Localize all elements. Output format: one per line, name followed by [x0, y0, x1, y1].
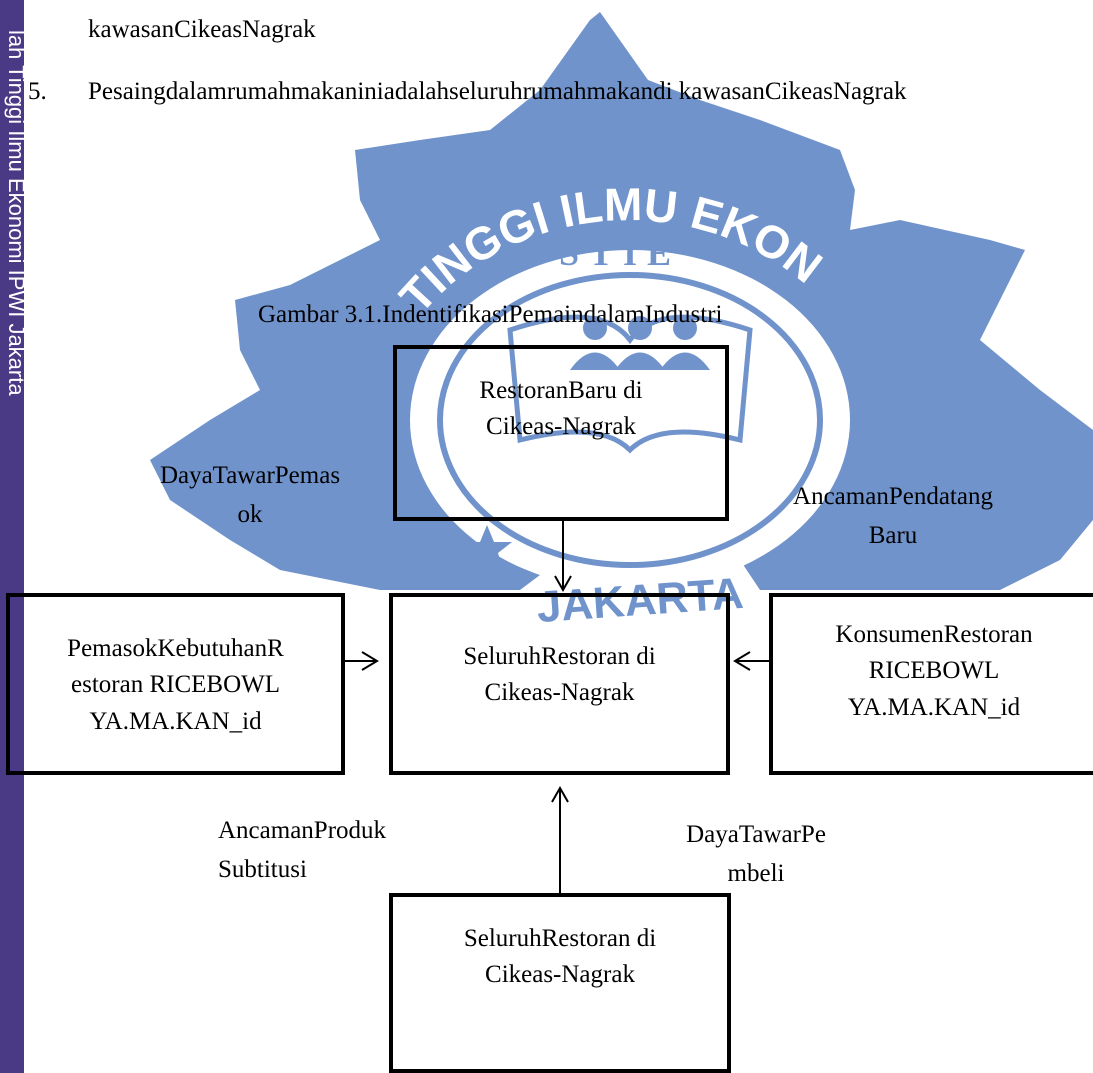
box-new-restaurants-line-2: Cikeas-Nagrak	[486, 413, 636, 441]
box-consumers-line-2: RICEBOWL	[868, 657, 1000, 685]
text-line-1: kawasanCikeasNagrak	[88, 16, 316, 43]
label-buyer-power-line-1: DayaTawarPe	[686, 821, 826, 848]
label-substitutes: AncamanProduk Subtitusi	[218, 812, 386, 890]
box-center-line-2: Cikeas-Nagrak	[484, 679, 635, 707]
box-suppliers: PemasokKebutuhanR estoran RICEBOWL YA.MA…	[6, 593, 345, 775]
box-all-restaurants-center: SeluruhRestoran di Cikeas-Nagrak	[389, 593, 730, 775]
sidebar-strip	[0, 0, 24, 1073]
label-new-entrants-line-1: AncamanPendatang	[793, 483, 993, 510]
label-buyer-power-line-2: mbeli	[727, 859, 785, 887]
box-consumers: KonsumenRestoran RICEBOWL YA.MA.KAN_id	[769, 593, 1093, 775]
box-suppliers-line-1: PemasokKebutuhanR	[67, 635, 284, 662]
item-number: 5.	[28, 78, 47, 105]
arrow-substitutes-head	[551, 785, 569, 803]
box-new-restaurants-line-1: RestoranBaru di	[479, 377, 643, 404]
figure-caption: Gambar 3.1.IndentifikasiPemaindalamIndus…	[258, 301, 723, 328]
box-center-line-1: SeluruhRestoran di	[463, 643, 656, 670]
box-suppliers-line-3: YA.MA.KAN_id	[89, 707, 262, 735]
box-bottom-line-1: SeluruhRestoran di	[463, 925, 657, 952]
sidebar-text: lah Tinggi Ilmu Ekonomi IPWI Jakarta	[4, 30, 24, 396]
arrow-consumers-head	[733, 651, 751, 671]
arrow-suppliers-head	[361, 651, 379, 671]
box-bottom-line-2: Cikeas-Nagrak	[485, 961, 635, 989]
arrow-new-entrants-head	[554, 575, 572, 593]
box-new-restaurants: RestoranBaru di Cikeas-Nagrak	[393, 345, 729, 521]
watermark-abbrev: STIE	[559, 233, 681, 273]
label-supplier-power-line-1: DayaTawarPemas	[159, 462, 341, 489]
label-new-entrants: AncamanPendatang Baru	[758, 478, 1028, 556]
box-consumers-line-1: KonsumenRestoran	[835, 621, 1033, 648]
box-suppliers-line-2: estoran RICEBOWL	[71, 671, 280, 699]
label-substitutes-line-2: Subtitusi	[218, 855, 307, 883]
label-substitutes-line-1: AncamanProduk	[218, 817, 387, 844]
box-consumers-line-3: YA.MA.KAN_id	[847, 693, 1021, 721]
label-supplier-power-line-2: ok	[237, 500, 263, 528]
sidebar-text-container: lah Tinggi Ilmu Ekonomi IPWI Jakarta	[0, 0, 24, 1073]
label-buyer-power: DayaTawarPe mbeli	[668, 816, 844, 894]
box-all-restaurants-bottom: SeluruhRestoran di Cikeas-Nagrak	[389, 893, 731, 1073]
text-line-2: Pesaingdalamrumahmakaniniadalahseluruhru…	[88, 78, 907, 105]
label-supplier-power: DayaTawarPemas ok	[130, 457, 370, 535]
label-new-entrants-line-2: Baru	[868, 521, 918, 549]
